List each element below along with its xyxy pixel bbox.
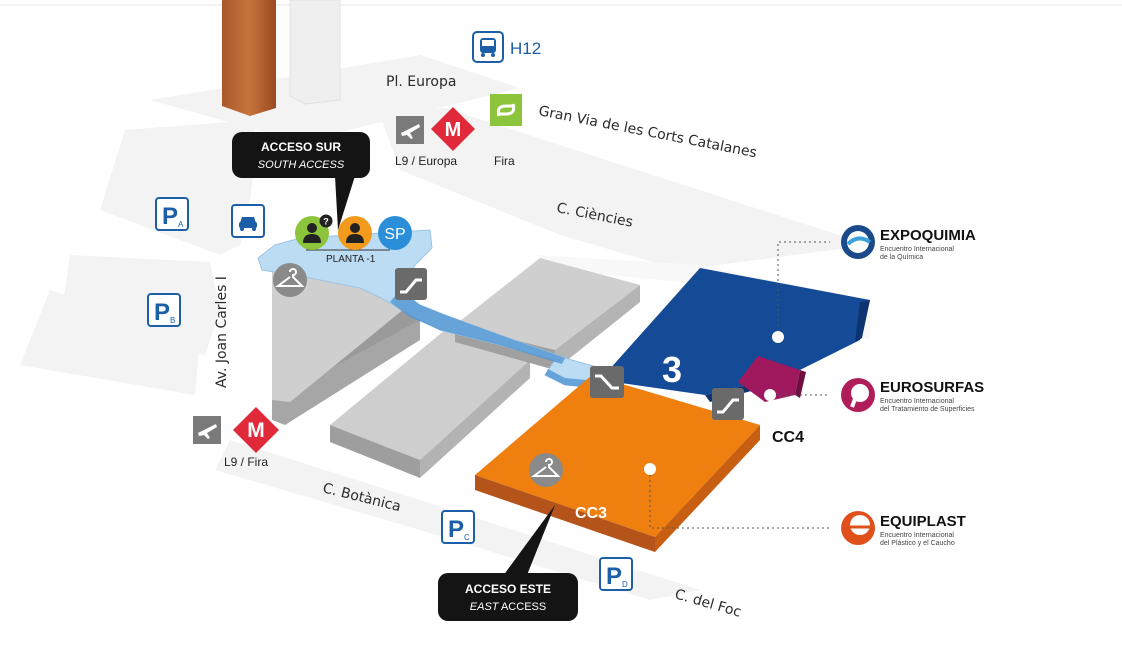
svg-text:M: M bbox=[247, 419, 265, 442]
south-access-callout: ACCESO SUR SOUTH ACCESS bbox=[232, 132, 370, 230]
exhibition-desc: Encuentro Internacional bbox=[880, 532, 954, 539]
fgc-label: Fira bbox=[494, 154, 515, 168]
expoquimia-logo-icon bbox=[841, 225, 875, 259]
hanger-icon bbox=[529, 453, 563, 487]
exhibition-equiplast: EQUIPLAST Encuentro Internacional del Pl… bbox=[841, 511, 966, 547]
plane-icon bbox=[396, 116, 424, 144]
parking-icon: P bbox=[162, 203, 178, 230]
parking-c-letter: C bbox=[464, 533, 470, 542]
parking-icon: P bbox=[448, 516, 464, 543]
parking-c: P C bbox=[441, 510, 475, 544]
hall-number: 3 bbox=[662, 349, 682, 390]
info-person-icon: ? bbox=[295, 214, 333, 250]
equiplast-logo-icon bbox=[841, 511, 875, 545]
hanger-icon bbox=[273, 263, 307, 297]
bus-stop: H12 bbox=[472, 31, 541, 63]
east-access-title: ACCESO ESTE bbox=[465, 582, 551, 596]
planta-label: PLANTA -1 bbox=[326, 254, 376, 265]
parking-icon: P bbox=[154, 299, 170, 326]
cc4-label: CC4 bbox=[772, 429, 804, 446]
street-foc: C. del Foc bbox=[673, 586, 743, 620]
parking-d-letter: D bbox=[622, 580, 628, 589]
towers bbox=[222, 0, 341, 116]
south-access-title: ACCESO SUR bbox=[261, 140, 341, 154]
cc3 bbox=[475, 375, 760, 552]
parking-icon: P bbox=[606, 563, 622, 590]
parking-a: P A bbox=[155, 197, 189, 231]
info-badge: ? bbox=[323, 217, 329, 227]
hall-3 bbox=[600, 268, 870, 402]
exhibition-eurosurfas: EUROSURFAS Encuentro Internacional del T… bbox=[841, 378, 984, 413]
metro-north-label: L9 / Europa bbox=[395, 154, 457, 168]
exhibition-name: EUROSURFAS bbox=[880, 379, 984, 396]
cc3-label: CC3 bbox=[575, 505, 607, 522]
eurosurfas-logo-icon bbox=[841, 378, 875, 412]
street-joan-carles: Av. Joan Carles I bbox=[214, 276, 230, 388]
east-access-callout: ACCESO ESTE EAST ACCESS bbox=[438, 505, 578, 621]
fgc-icon bbox=[490, 94, 522, 126]
metro-south-label: L9 / Fira bbox=[224, 455, 268, 469]
street-pl-europa: Pl. Europa bbox=[386, 74, 456, 90]
person-icon bbox=[338, 216, 372, 250]
exhibition-desc: del Plástico y el Caucho bbox=[880, 540, 955, 547]
cc4 bbox=[738, 356, 806, 402]
taxi-icon bbox=[231, 204, 265, 238]
escalator-icon bbox=[590, 366, 624, 398]
leader-dots bbox=[644, 331, 784, 475]
exhibition-desc: del Tratamiento de Superficies bbox=[880, 406, 975, 413]
bus-line-label: H12 bbox=[510, 39, 541, 58]
exhibition-desc: de la Química bbox=[880, 254, 923, 261]
exhibition-expoquimia: EXPOQUIMIA Encuentro Internacional de la… bbox=[841, 225, 976, 261]
exhibition-desc: Encuentro Internacional bbox=[880, 246, 954, 253]
plane-icon bbox=[193, 416, 221, 444]
east-access-subtitle: EAST ACCESS bbox=[470, 601, 546, 613]
parking-b: P B bbox=[147, 293, 181, 327]
escalator-icon bbox=[712, 388, 744, 420]
sp-label: SP bbox=[384, 226, 405, 243]
east-access-sub-rest: ACCESS bbox=[499, 601, 547, 613]
leader-lines bbox=[649, 241, 830, 529]
bus-icon bbox=[472, 31, 504, 63]
parking-d: P D bbox=[599, 557, 633, 591]
east-access-sub-italic: EAST bbox=[470, 601, 500, 613]
parking-a-letter: A bbox=[178, 220, 184, 229]
svg-text:M: M bbox=[445, 119, 462, 141]
parking-b-letter: B bbox=[170, 316, 175, 325]
south-access-subtitle: SOUTH ACCESS bbox=[258, 159, 345, 171]
escalator-icon bbox=[395, 268, 427, 300]
exhibition-name: EXPOQUIMIA bbox=[880, 227, 976, 244]
sp-icon: SP bbox=[378, 216, 412, 250]
metro-icon: M bbox=[431, 107, 475, 151]
exhibition-desc: Encuentro Internacional bbox=[880, 398, 954, 405]
metro-icon: M bbox=[233, 407, 279, 453]
exhibition-name: EQUIPLAST bbox=[880, 513, 966, 530]
